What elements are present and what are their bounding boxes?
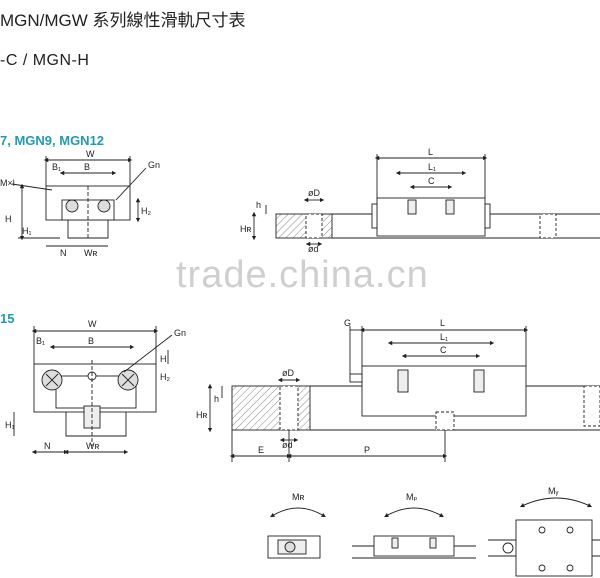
dim-label-wr: Wʀ: [84, 248, 97, 258]
moment-my-label: Mᵧ: [548, 486, 558, 496]
mgn15-side-view: [207, 326, 600, 462]
dim-label-h-small-2: h: [214, 394, 219, 404]
dim-label-p: P: [364, 445, 370, 455]
mgn12-side-view: [251, 154, 600, 247]
dim-label-c: C: [428, 176, 435, 186]
watermark-text: trade.china.cn: [176, 254, 429, 296]
dim-label-h2-2: H₂: [160, 372, 170, 382]
section-label-mgn7-12: 7, MGN9, MGN12: [0, 133, 105, 148]
dim-label-n: N: [60, 248, 67, 258]
dim-label-h1: H₁: [22, 226, 32, 236]
moment-mp-figure: [352, 507, 476, 559]
dim-label-od-lower: ød: [308, 244, 319, 254]
page-title: MGN/MGW 系列線性滑軌尺寸表: [0, 11, 246, 30]
dim-label-l1-2: L₁: [440, 332, 448, 342]
dim-label-h: H: [5, 214, 12, 224]
section-label-mgn15: 15: [0, 311, 15, 326]
dim-label-n-2: N: [44, 441, 51, 451]
dim-label-b1-2: B₁: [36, 336, 45, 346]
dim-label-b: B: [84, 162, 90, 172]
dim-label-h1-2: H₁: [5, 420, 15, 430]
dim-label-h-2: H: [160, 354, 167, 364]
dim-label-l: L: [428, 147, 433, 157]
dim-label-od-lower-2: ød: [282, 440, 293, 450]
dim-label-l1: L₁: [428, 162, 436, 172]
dim-label-h-small: h: [256, 200, 261, 210]
dim-label-h2: H₂: [141, 206, 151, 216]
dim-label-l-2: L: [440, 318, 445, 328]
dim-label-g: G: [344, 318, 351, 328]
dim-label-e: E: [258, 445, 264, 455]
dim-label-hr-2: Hʀ: [196, 410, 207, 420]
moment-my-figure: [488, 497, 600, 577]
dim-label-b-2: B: [88, 336, 94, 346]
moment-mr-label: Mʀ: [292, 492, 304, 502]
mgn12-cross-section: [11, 156, 147, 247]
dim-label-gn: Gn: [148, 160, 160, 170]
dim-label-w: W: [86, 149, 95, 159]
dim-label-w-2: W: [88, 319, 97, 329]
mgn15-cross-section: [13, 326, 173, 455]
page-subtitle: -C / MGN-H: [0, 52, 90, 69]
dim-label-gn-2: Gn: [174, 328, 186, 338]
dim-label-wr-2: Wʀ: [86, 441, 99, 451]
dim-label-od-upper: øD: [308, 188, 320, 198]
dim-label-b1: B₁: [52, 162, 61, 172]
moment-mp-label: Mₚ: [406, 492, 417, 502]
moment-mr-figure: [267, 507, 326, 559]
dim-label-c-2: C: [440, 345, 447, 355]
dim-label-od-upper-2: øD: [282, 368, 294, 378]
dim-label-hr: Hʀ: [240, 224, 251, 234]
dim-label-mx: M×l: [0, 178, 15, 188]
